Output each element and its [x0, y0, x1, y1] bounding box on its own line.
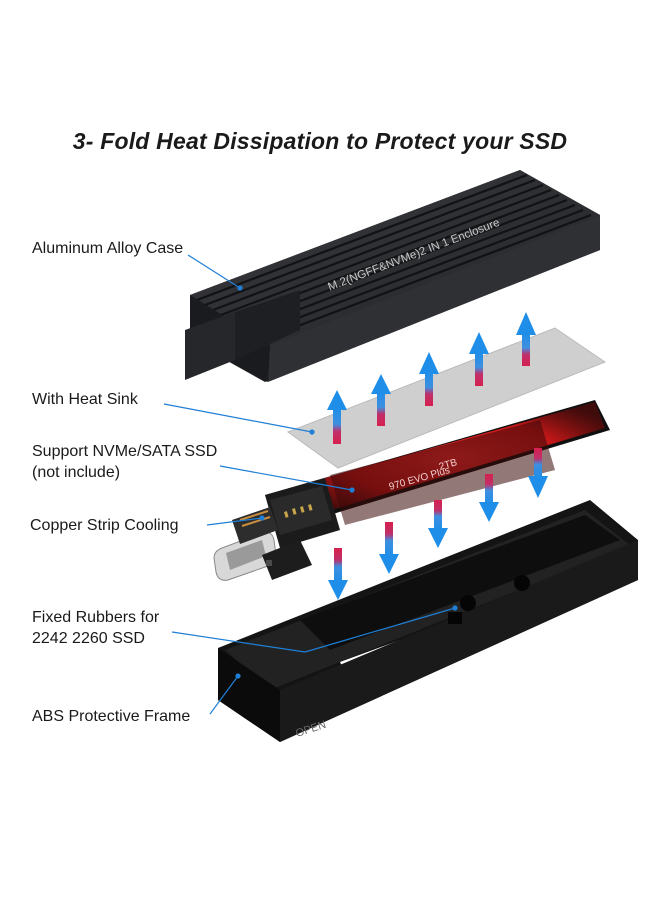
arrow-down [379, 522, 399, 574]
leader-line-frame [209, 673, 241, 715]
arrow-down [479, 474, 499, 522]
arrow-down [528, 448, 548, 498]
label-heat-sink: With Heat Sink [32, 391, 138, 408]
abs-protective-frame: OPEN [218, 500, 638, 742]
usb-c-connector [213, 507, 312, 581]
arrow-up [516, 312, 536, 366]
label-support-ssd-line2: (not include) [32, 464, 121, 481]
leader-line-heatsink [163, 403, 315, 435]
label-fixed-rubbers: Fixed Rubbers for 2242 2260 SSD [32, 607, 159, 649]
ssd-board: 970 EVO Plus 2TB [265, 400, 610, 548]
arrow-up [469, 332, 489, 386]
arrow-up [419, 352, 439, 406]
label-abs-frame: ABS Protective Frame [32, 708, 191, 725]
heat-arrows-down [328, 448, 548, 600]
leader-line-rubbers [171, 605, 458, 653]
label-support-ssd-line1: Support NVMe/SATA SSD [32, 443, 218, 460]
leader-line-copper [206, 515, 265, 526]
label-fixed-rubbers-line2: 2242 2260 SSD [32, 630, 145, 647]
arrow-up [371, 374, 391, 426]
leader-line-case [187, 254, 243, 291]
arrow-up [327, 390, 347, 444]
arrow-down [328, 548, 348, 600]
page-title: 3- Fold Heat Dissipation to Protect your… [72, 128, 568, 154]
leader-line-ssd [219, 465, 355, 493]
label-aluminum-case: Aluminum Alloy Case [32, 240, 184, 257]
label-support-ssd: Support NVMe/SATA SSD (not include) [32, 441, 217, 483]
label-fixed-rubbers-line1: Fixed Rubbers for [32, 609, 160, 626]
heat-arrows-up [327, 312, 536, 444]
aluminum-case: M.2(NGFF&NVMe)2 IN 1 Enclosure [185, 170, 600, 382]
ssd-capacity-text: 2TB [438, 457, 459, 473]
arrow-down [428, 500, 448, 548]
label-copper-strip: Copper Strip Cooling [30, 517, 179, 534]
